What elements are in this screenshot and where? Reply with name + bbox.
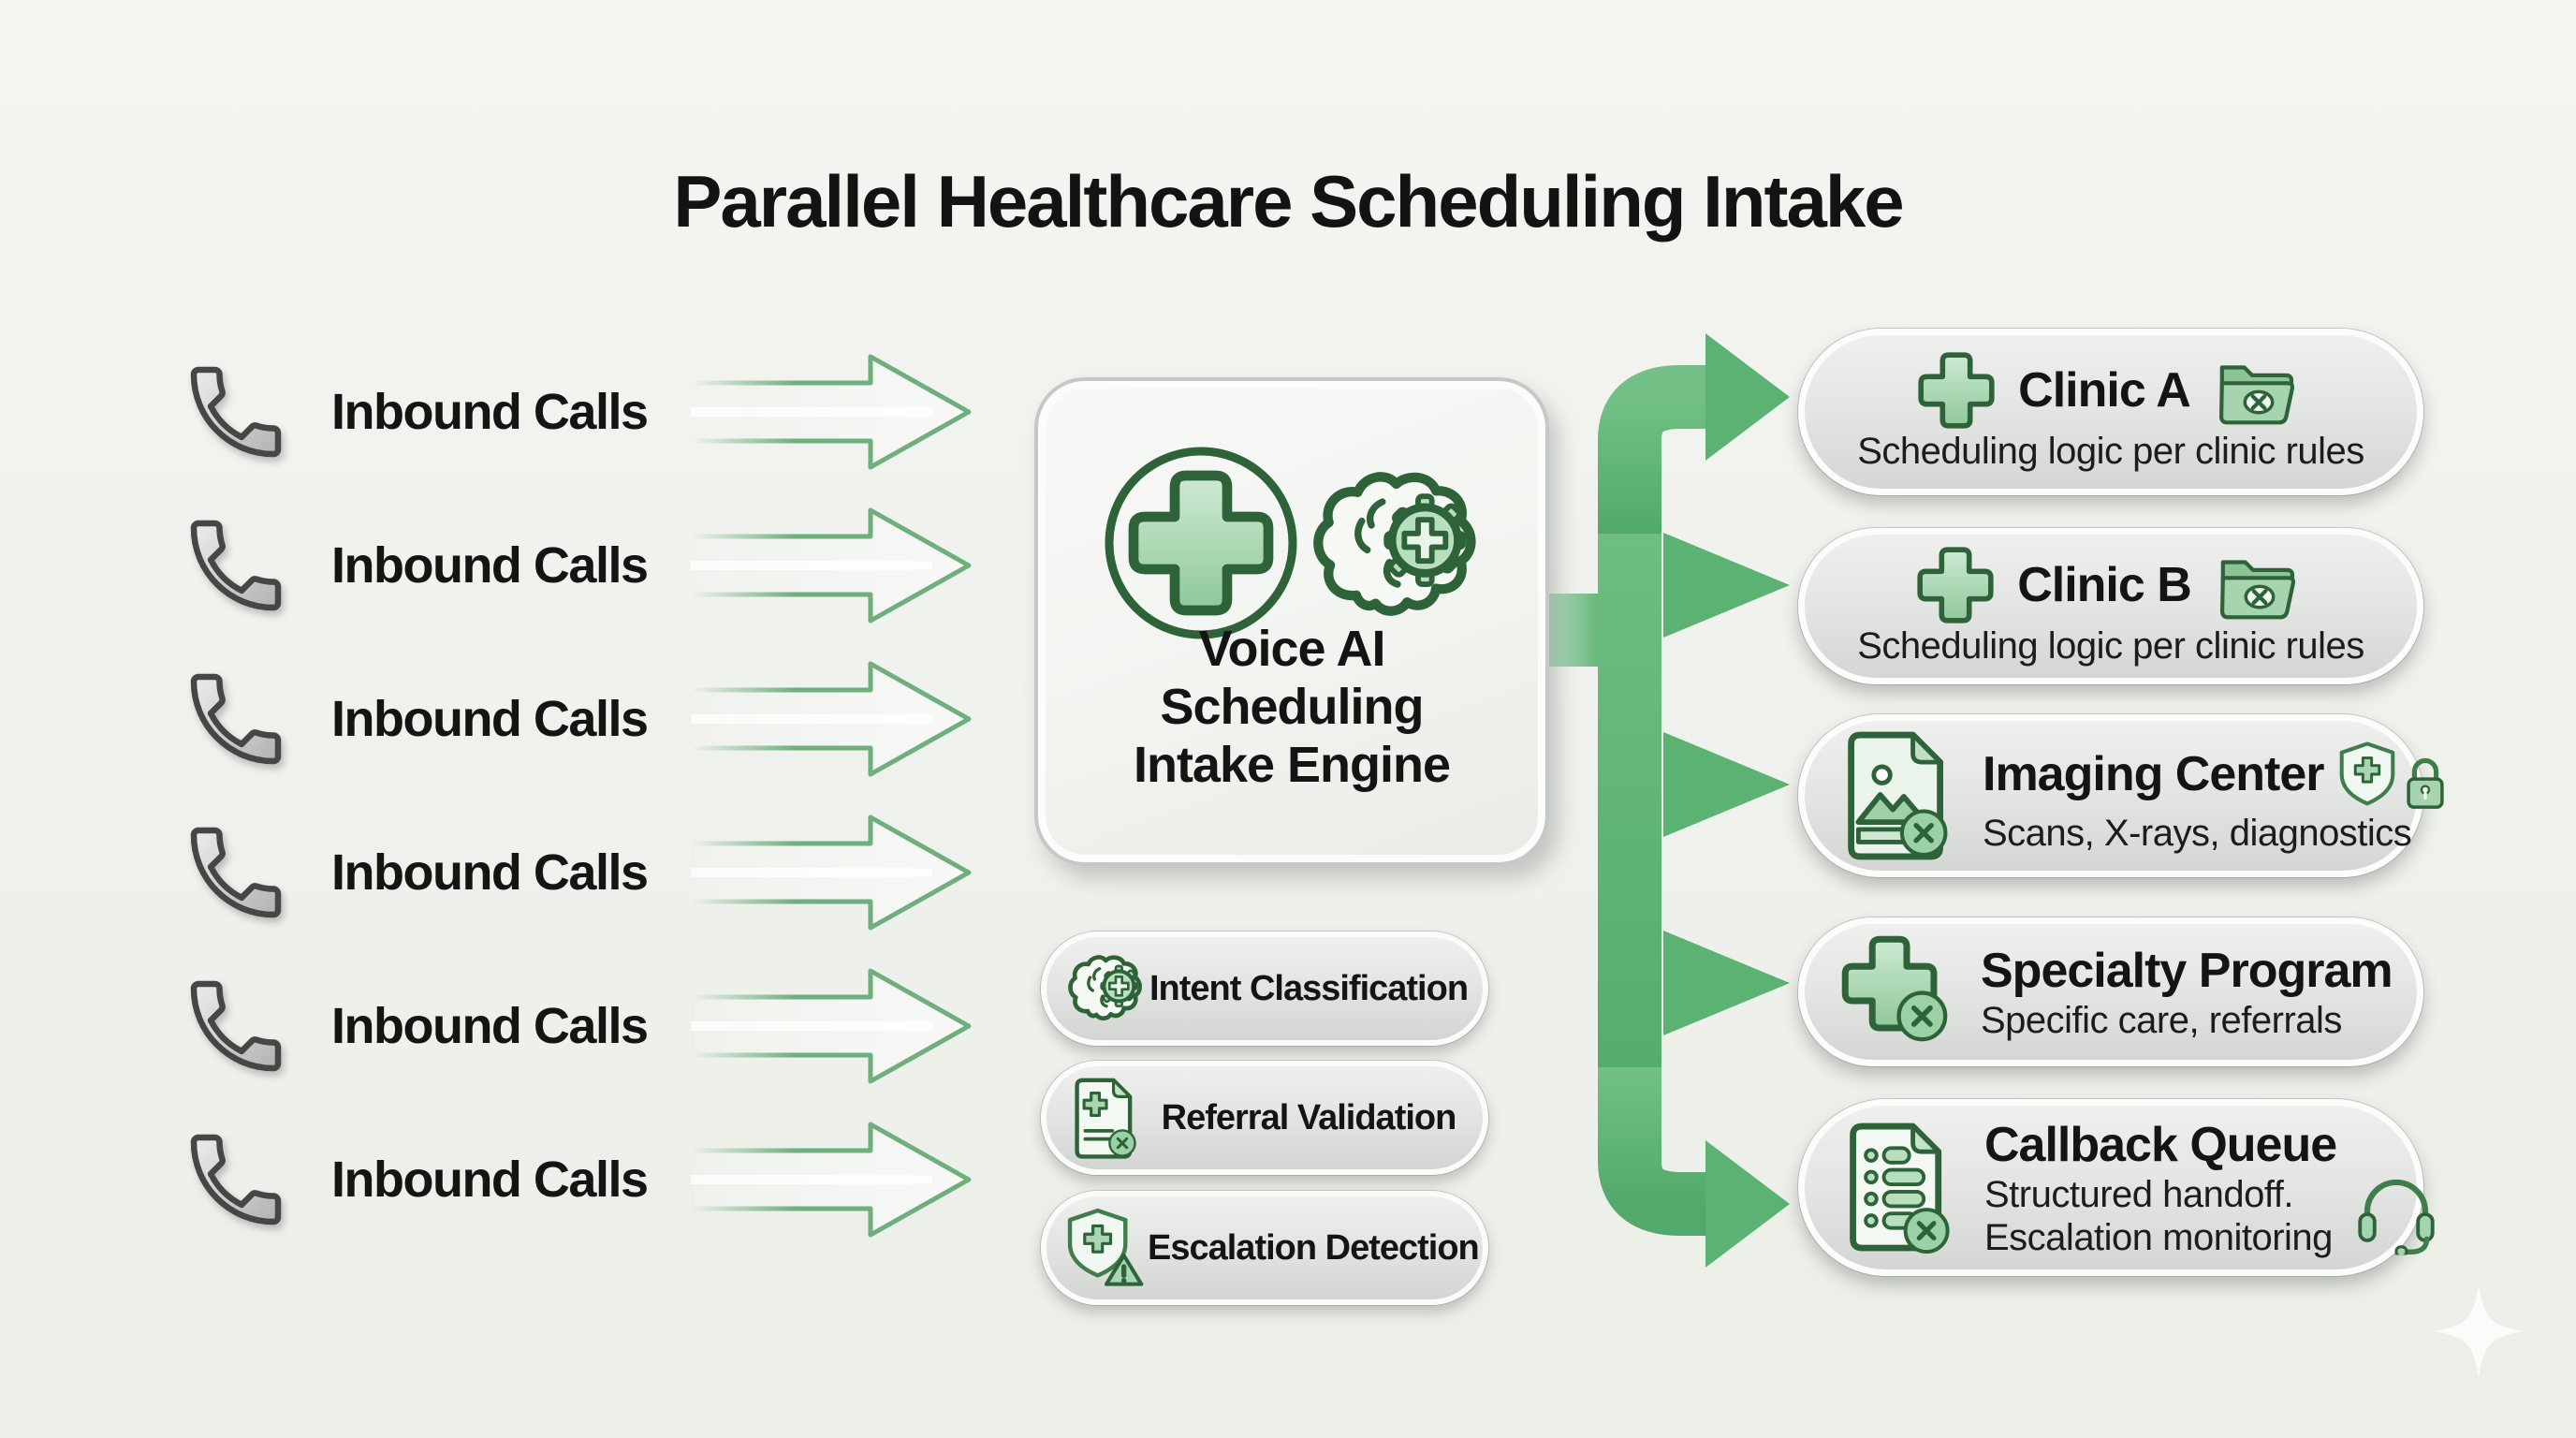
destination-title: Clinic A (2018, 363, 2191, 418)
phone-icon (180, 970, 292, 1082)
destination-imaging-center: Imaging Center Scans, X-rays, diagnostic… (1798, 714, 2423, 877)
phone-icon (180, 1123, 292, 1236)
inbound-call-row: Inbound Calls (180, 350, 649, 474)
inbound-call-row: Inbound Calls (180, 964, 649, 1088)
capability-label: Intent Classification (1149, 968, 1469, 1008)
inbound-call-label: Inbound Calls (331, 537, 649, 594)
branch-arrow-icon (1663, 732, 1790, 837)
branch-arrow-icon (1663, 931, 1790, 1035)
inbound-call-label: Inbound Calls (331, 691, 649, 747)
list-document-x-icon (1840, 1119, 1960, 1257)
inbound-arrow-icon (691, 664, 969, 774)
sparkle-icon (2434, 1285, 2524, 1377)
inbound-call-row: Inbound Calls (180, 504, 649, 627)
shield-cross-icon (2337, 741, 2397, 808)
destination-callback-queue: Callback Queue Structured handoff. Escal… (1798, 1099, 2423, 1276)
capability-referral-validation: Referral Validation (1041, 1061, 1488, 1175)
medical-cross-x-icon (1840, 934, 1956, 1050)
inbound-arrow-icon (691, 1124, 969, 1235)
destination-clinic-b: Clinic B Scheduling logic per clinic rul… (1798, 528, 2423, 684)
destination-subtitle: Specific care, referrals (1981, 999, 2342, 1041)
phone-icon (180, 663, 292, 775)
medical-cross-brain-icon (1105, 447, 1512, 639)
engine-title: Voice AI Scheduling Intake Engine (1034, 620, 1549, 794)
engine-output-bar (1540, 594, 1605, 667)
destination-subtitle: Scans, X-rays, diagnostics (1983, 813, 2412, 854)
capability-label: Referral Validation (1161, 1097, 1457, 1137)
capability-label: Escalation Detection (1148, 1227, 1480, 1268)
branch-arrow-icon (1705, 1140, 1790, 1268)
destination-subtitle: Structured handoff. (1984, 1173, 2294, 1215)
branch-arrow-icon (1705, 333, 1790, 461)
distribution-trunk (1598, 440, 1661, 1161)
branch-arrow-icon (1598, 1067, 1708, 1236)
headset-icon (2351, 1173, 2441, 1260)
inbound-call-row: Inbound Calls (180, 811, 649, 934)
inbound-call-label: Inbound Calls (331, 998, 649, 1054)
medical-cross-icon (1916, 546, 1995, 624)
destination-subtitle: Scheduling logic per clinic rules (1857, 431, 2364, 472)
inbound-call-row: Inbound Calls (180, 1118, 649, 1241)
inbound-arrow-icon (691, 510, 969, 621)
inbound-arrow-icon (691, 971, 969, 1081)
engine-title-line2: Scheduling (1160, 679, 1424, 735)
folder-x-icon (2214, 549, 2305, 622)
inbound-call-label: Inbound Calls (331, 844, 649, 901)
page-title: Parallel Healthcare Scheduling Intake (673, 160, 1904, 242)
inbound-call-label: Inbound Calls (331, 1152, 649, 1208)
padlock-icon (2401, 752, 2450, 812)
shield-cross-alert-icon (1065, 1207, 1148, 1289)
capability-escalation-detection: Escalation Detection (1041, 1191, 1488, 1305)
destination-subtitle: Scheduling logic per clinic rules (1857, 624, 2364, 667)
inbound-arrow-icon (691, 817, 969, 928)
destination-title: Callback Queue (1984, 1117, 2337, 1172)
destination-title: Imaging Center (1983, 747, 2324, 801)
medical-cross-icon (1917, 351, 1996, 430)
phone-icon (180, 816, 292, 929)
phone-icon (180, 509, 292, 622)
destination-subtitle-line2: Escalation monitoring (1984, 1216, 2333, 1258)
destination-clinic-a: Clinic A Scheduling logic per clinic rul… (1798, 329, 2423, 495)
inbound-call-row: Inbound Calls (180, 657, 649, 781)
engine-title-line3: Intake Engine (1133, 737, 1451, 793)
phone-icon (180, 356, 292, 468)
image-document-x-icon (1840, 727, 1958, 864)
brain-gear-icon (1065, 947, 1148, 1030)
destination-title: Specialty Program (1981, 943, 2393, 998)
capability-intent-classification: Intent Classification (1041, 932, 1488, 1046)
branch-arrow-icon (1598, 365, 1708, 534)
referral-document-x-icon (1065, 1077, 1148, 1159)
inbound-call-label: Inbound Calls (331, 384, 649, 440)
inbound-arrow-icon (691, 357, 969, 467)
destination-title: Clinic B (2017, 557, 2192, 612)
branch-arrow-icon (1663, 533, 1790, 638)
folder-x-icon (2213, 354, 2305, 427)
voice-ai-engine-box (1034, 377, 1549, 866)
destination-specialty-program: Specialty Program Specific care, referra… (1798, 917, 2423, 1066)
engine-title-line1: Voice AI (1198, 621, 1385, 677)
